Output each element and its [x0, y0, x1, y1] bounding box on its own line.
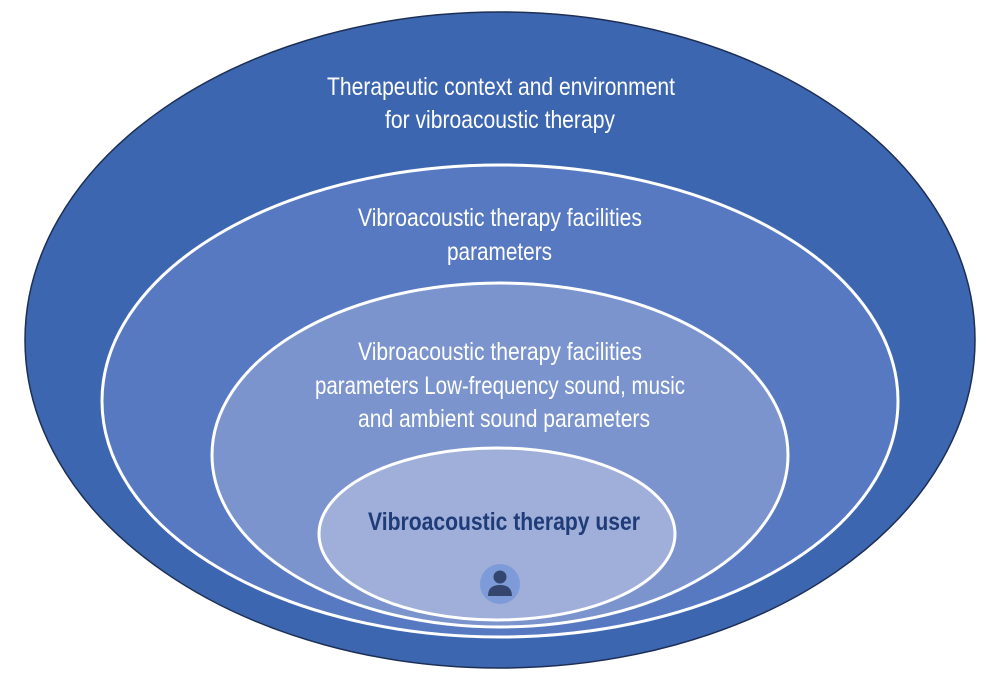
layer-4-line-1: Vibroacoustic therapy user: [368, 508, 640, 536]
layer-2-line-1: Vibroacoustic therapy facilities: [358, 204, 642, 232]
person-icon: [480, 564, 520, 604]
layer-1-line-1: Therapeutic context and environment: [327, 73, 675, 101]
layer-1-line-2: for vibroacoustic therapy: [385, 106, 615, 134]
layer-3-line-1: Vibroacoustic therapy facilities: [358, 338, 642, 366]
layer-3-line-3: and ambient sound parameters: [358, 405, 650, 433]
layer-therapy-user: [317, 446, 677, 622]
layer-3-line-2: parameters Low-frequency sound, music: [315, 372, 685, 400]
layer-2-line-2: parameters: [447, 238, 552, 266]
